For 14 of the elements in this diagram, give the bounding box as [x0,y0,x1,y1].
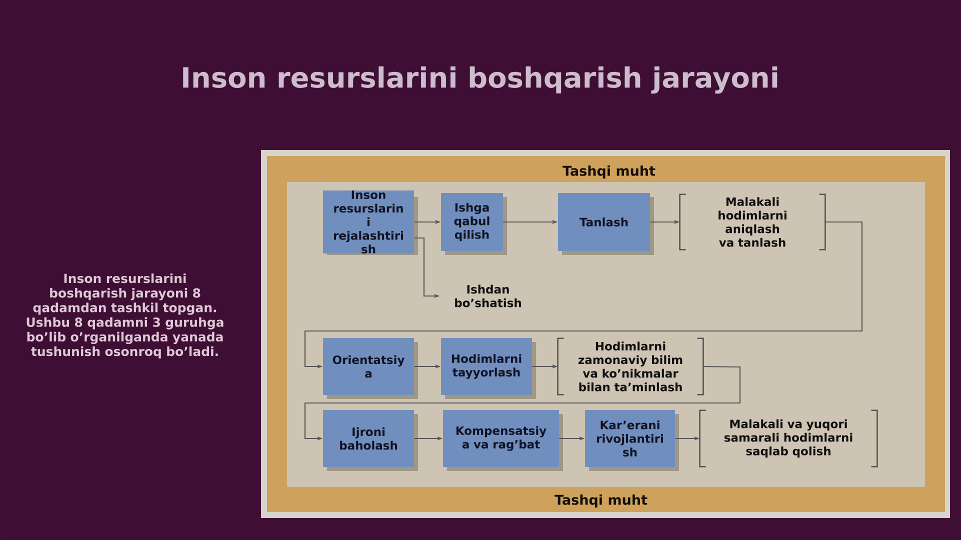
process-box: Orientatsiy a [323,338,418,399]
process-box: Hodimlarni tayyorlash [441,338,536,399]
bracketed-outcome: Hodimlarni zamonaviy bilim va ko’nikmalar bilan ta’minlash [557,338,704,396]
step-text: Ishdan bo’shatish [455,284,521,308]
bracketed-outcome: Malakali hodimlarni aniqlash va tanlash [679,194,826,250]
process-box: Kar’erani rivojlantiri sh [585,410,679,471]
process-box: Kompensatsiy a va rag’bat [443,410,563,471]
process-box: Ishga qabul qilish [441,193,507,255]
description-text: Inson resurslarini boshqarish jarayoni 8 qadamdan tashkil topgan. Ushbu 8 qadamni 3 guruhga bo’lib o’rganilganda yanada tushunish osonroq bo’ladi. [26,273,224,359]
slide-title: Inson resurslarini boshqarish jarayoni [183,66,778,94]
bracketed-outcome: Malakali va yuqori samarali hodimlarni saqlab qolish [699,410,878,468]
process-box: Ijroni baholash [323,410,418,471]
process-box: Inson resurslarin i rejalashtiri sh [323,190,418,255]
process-box: Tanlash [558,193,654,255]
